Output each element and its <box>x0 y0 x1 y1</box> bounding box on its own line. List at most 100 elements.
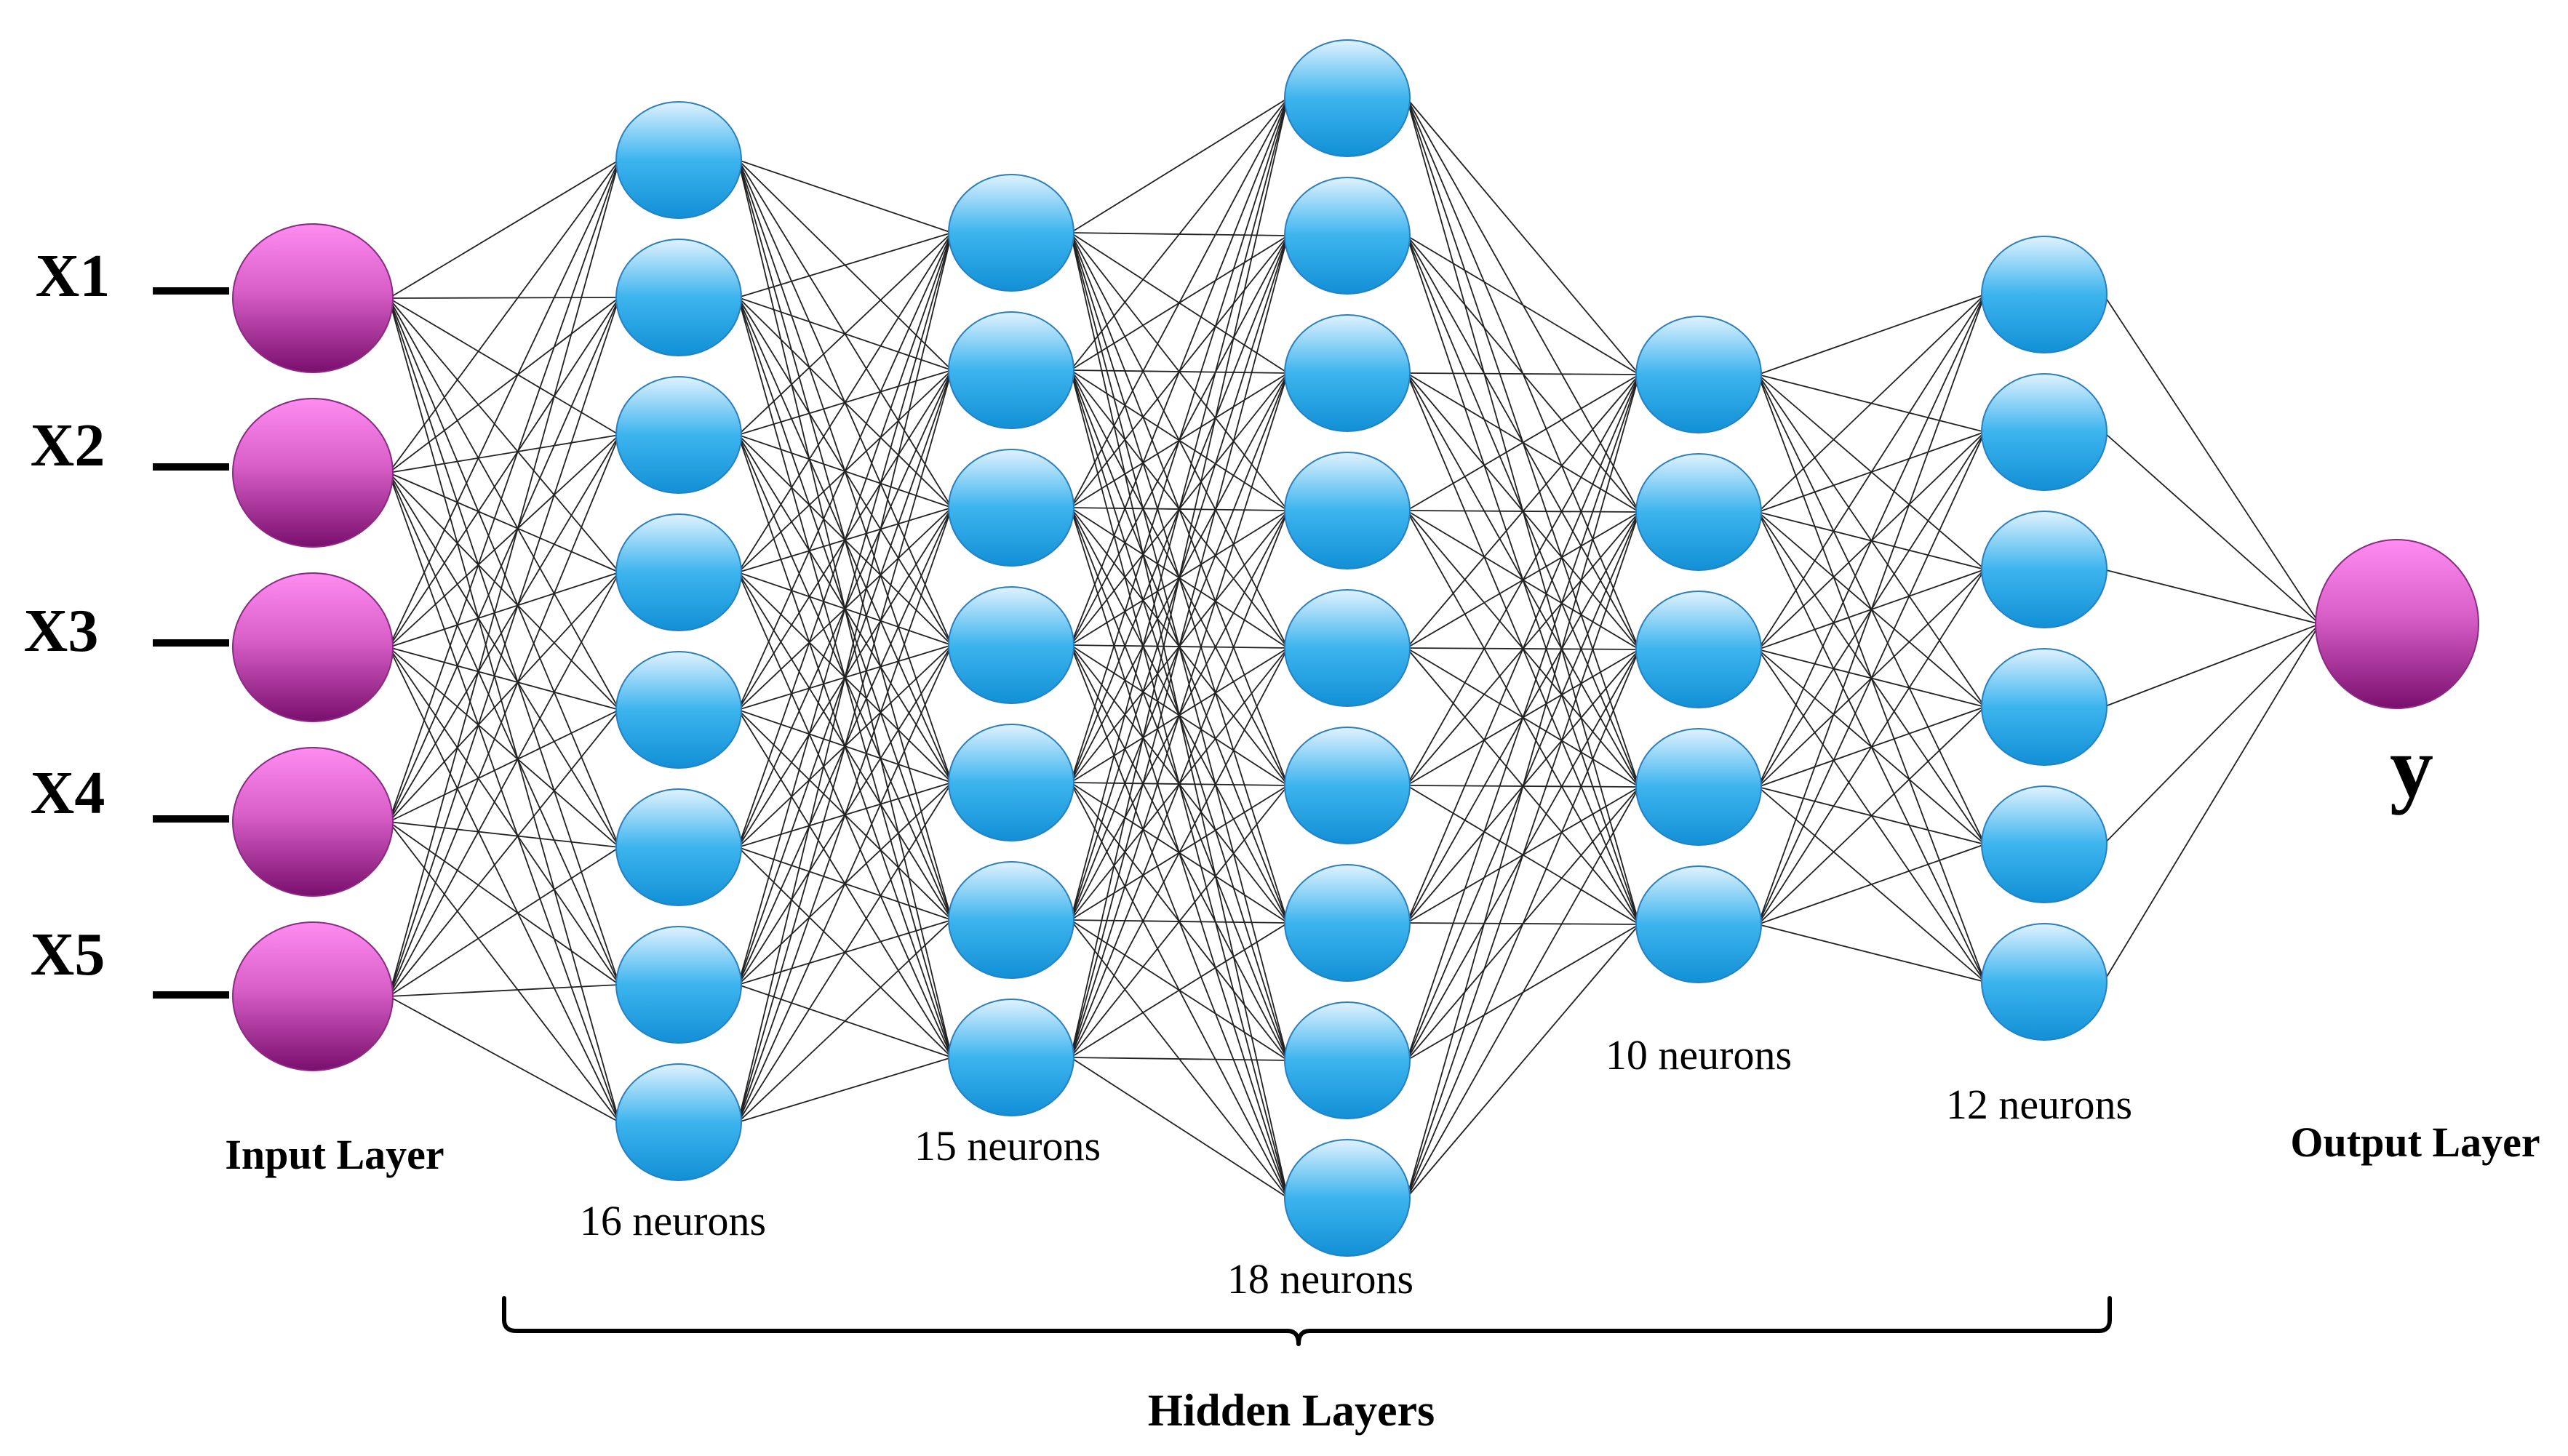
hidden-neuron <box>948 174 1074 292</box>
connection-line <box>737 232 953 1123</box>
connection-line <box>737 232 953 711</box>
connection-line <box>1069 785 1289 1058</box>
hidden-neuron <box>1284 1001 1411 1119</box>
neuron-nodes <box>232 39 2479 1257</box>
connection-line <box>388 709 620 823</box>
input-neuron <box>232 398 394 548</box>
connection-line <box>388 297 621 648</box>
connection-line <box>1069 97 1289 921</box>
connection-line <box>388 647 621 985</box>
hidden-neuron <box>1284 589 1411 707</box>
hidden-neuron <box>1284 727 1411 844</box>
connection-line <box>1069 647 1289 1058</box>
connection-line <box>738 232 952 298</box>
hidden-neuron <box>948 724 1074 841</box>
connection-line <box>1070 97 1288 233</box>
connection-line <box>1758 924 1985 983</box>
hidden-neuron <box>948 449 1074 567</box>
hidden-neuron <box>615 926 742 1044</box>
connection-line <box>388 821 621 1123</box>
hidden-neuron <box>1635 728 1762 846</box>
connection-line <box>388 159 620 299</box>
input-label-x5: X5 <box>31 921 105 988</box>
input-neuron <box>232 747 394 897</box>
connection-line <box>1405 786 1640 1199</box>
connection-lines <box>388 97 2321 1199</box>
connection-line <box>388 434 621 823</box>
hidden-neuron <box>615 788 742 906</box>
connection-line <box>737 369 953 1123</box>
connection-line <box>737 232 953 848</box>
connection-line <box>1069 97 1289 508</box>
connection-line <box>388 821 620 985</box>
neuron-count-labels: 16 neurons 15 neurons 18 neurons 10 neur… <box>580 1031 2132 1303</box>
output-layer-title: Output Layer <box>2290 1119 2540 1166</box>
connection-line <box>1757 431 1986 925</box>
connection-line <box>738 232 952 436</box>
connection-line <box>388 984 620 997</box>
connection-line <box>2103 623 2320 708</box>
connection-line <box>737 232 953 985</box>
connection-line <box>2102 623 2321 983</box>
hidden-neuron <box>1284 39 1411 157</box>
connection-line <box>388 647 620 848</box>
connection-line <box>2103 623 2321 845</box>
connection-line <box>2102 294 2321 625</box>
connection-line <box>388 297 621 848</box>
hidden-layer-2-count: 15 neurons <box>914 1122 1101 1169</box>
connection-line <box>388 159 621 648</box>
input-neuron <box>232 572 394 722</box>
input-neuron <box>232 223 394 373</box>
hidden-neuron <box>948 311 1074 429</box>
connection-line <box>1069 97 1289 646</box>
input-label-x4: X4 <box>31 759 105 827</box>
connection-line <box>1069 372 1289 1058</box>
connection-line <box>1069 97 1289 783</box>
connection-line <box>388 572 621 997</box>
connection-line <box>388 297 620 299</box>
hidden-neuron <box>1284 1139 1411 1257</box>
connection-line <box>388 297 621 997</box>
output-neuron <box>2315 539 2479 709</box>
connection-line <box>388 647 620 711</box>
hidden-layers-title: Hidden Layers <box>1148 1386 1435 1436</box>
connection-line <box>1406 97 1640 375</box>
hidden-neuron <box>1981 923 2108 1041</box>
connection-line <box>1406 374 1640 511</box>
connection-line <box>1070 922 1288 1058</box>
hidden-neuron <box>615 376 742 494</box>
connection-line <box>388 297 620 436</box>
hidden-neuron <box>1284 864 1411 982</box>
connection-line <box>1405 649 1640 1199</box>
connection-line <box>388 159 621 473</box>
connection-line <box>388 647 621 1123</box>
hidden-neuron <box>1981 373 2108 491</box>
connection-line <box>388 472 620 573</box>
connection-line <box>388 297 621 985</box>
connection-line <box>1758 844 1985 925</box>
input-label-x1: X1 <box>36 242 111 310</box>
hidden-layer-3-count: 18 neurons <box>1227 1255 1413 1303</box>
hidden-neuron <box>1284 452 1411 569</box>
connection-line <box>388 159 621 997</box>
connection-line <box>738 1057 952 1123</box>
connection-line <box>1405 374 1640 1061</box>
hidden-neuron <box>1981 236 2108 353</box>
input-labels: X1 X2 X3 X4 X5 <box>24 242 111 988</box>
connection-line <box>2103 569 2320 625</box>
hidden-neuron <box>1635 316 1762 433</box>
input-neuron <box>232 921 394 1071</box>
hidden-neuron <box>948 861 1074 979</box>
connection-line <box>1069 235 1289 1058</box>
connection-line <box>1405 374 1640 924</box>
connection-line <box>388 297 621 711</box>
connection-line <box>1406 372 1640 375</box>
connection-line <box>1405 374 1640 786</box>
hidden-layer-5-count: 12 neurons <box>1946 1081 2132 1128</box>
connection-line <box>1069 97 1289 371</box>
hidden-neuron <box>615 1063 742 1181</box>
connection-line <box>1758 294 1985 513</box>
connection-line <box>1757 569 1986 925</box>
hidden-neuron <box>1981 785 2108 903</box>
